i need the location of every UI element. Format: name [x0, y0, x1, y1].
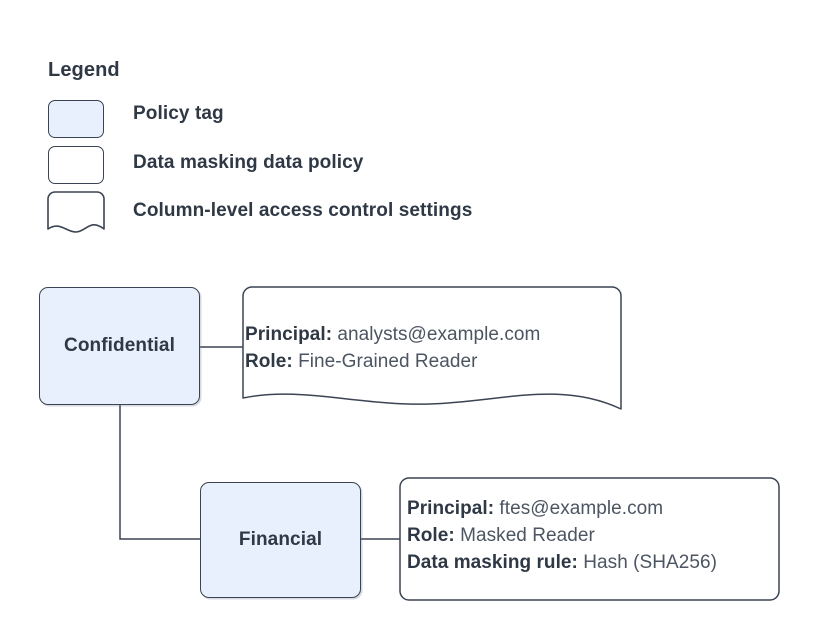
callout-value-principal: ftes@example.com — [499, 498, 664, 519]
callout-value-masking-rule: Hash (SHA256) — [583, 552, 717, 573]
callout-key-masking-rule: Data masking rule: — [407, 552, 578, 573]
legend-swatch-data-policy — [48, 146, 104, 184]
node-financial-label: Financial — [238, 529, 323, 550]
data-policy-swatch-shape — [48, 146, 104, 184]
callout-line-principal: Principal: ftes@example.com — [407, 495, 717, 522]
connector-confidential-financial — [119, 405, 200, 540]
legend-item-label-policy-tag: Policy tag — [133, 103, 224, 124]
callout-line-role: Role: Masked Reader — [407, 522, 717, 549]
policy-tag-swatch-shape — [48, 100, 104, 138]
callout-key-role: Role: — [407, 525, 455, 546]
callout-value-role: Masked Reader — [460, 525, 595, 546]
callout-key-principal: Principal: — [245, 324, 333, 345]
node-financial[interactable]: Financial — [200, 482, 361, 598]
callout-key-role: Role: — [245, 351, 293, 372]
access-control-swatch — [47, 191, 105, 233]
legend-swatch-policy-tag — [48, 100, 104, 138]
callout-line-masking-rule: Data masking rule: Hash (SHA256) — [407, 549, 717, 576]
legend-title: Legend — [48, 59, 120, 81]
legend-swatch-access-control — [48, 192, 104, 236]
callout-financial-policy-text: Principal: ftes@example.com Role: Masked… — [407, 495, 717, 576]
node-confidential[interactable]: Confidential — [39, 287, 200, 405]
callout-value-role: Fine-Grained Reader — [298, 351, 478, 372]
callout-line-principal: Principal: analysts@example.com — [245, 321, 540, 348]
callout-financial-policy — [399, 477, 780, 601]
legend-item-label-access-control: Column-level access control settings — [133, 200, 473, 221]
callout-confidential-settings-text: Principal: analysts@example.com Role: Fi… — [245, 321, 540, 375]
node-confidential-label: Confidential — [64, 335, 175, 356]
callout-line-role: Role: Fine-Grained Reader — [245, 348, 540, 375]
legend-item-label-data-policy: Data masking data policy — [133, 152, 364, 173]
callout-value-principal: analysts@example.com — [337, 324, 541, 345]
callout-key-principal: Principal: — [407, 498, 495, 519]
callout-confidential-settings — [242, 286, 622, 410]
